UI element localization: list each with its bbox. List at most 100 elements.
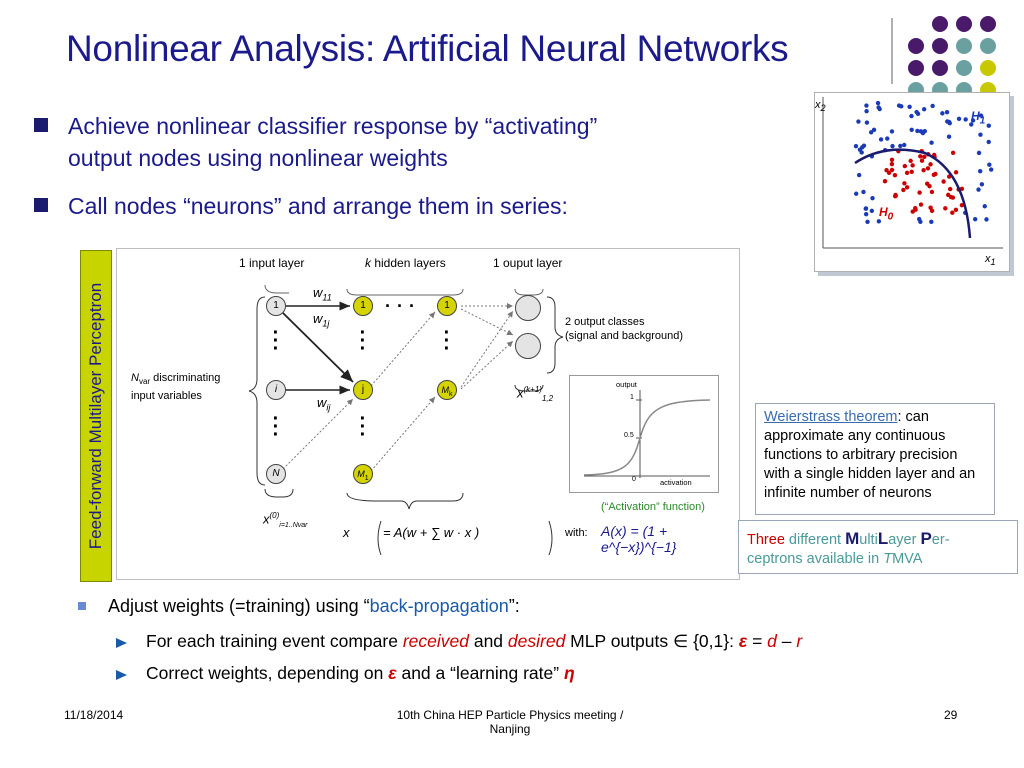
signal-point <box>944 109 950 115</box>
signal-point <box>914 109 919 115</box>
signal-point <box>853 191 859 196</box>
axis-label-x1: x1 <box>985 253 996 268</box>
vertical-ellipsis: ··· <box>272 322 280 360</box>
background-point <box>953 207 959 212</box>
signal-point <box>982 204 987 209</box>
signal-point <box>929 140 934 145</box>
bullet-square-icon <box>34 118 48 132</box>
act-tick-05: 0.5 <box>624 432 634 439</box>
signal-point <box>864 120 870 125</box>
formula-xj: x <box>343 525 350 540</box>
hidden-k-node-mk: Mk <box>437 380 457 400</box>
background-point <box>889 161 895 167</box>
vertical-ellipsis: ··· <box>359 408 367 446</box>
bullet-2: Call nodes “neurons” and arrange them in… <box>68 193 568 219</box>
formula-with: with: <box>565 527 588 539</box>
output-node-2 <box>515 333 541 359</box>
formula-activation: A(x) = (1 + e^{−x})^{−1} <box>601 523 677 555</box>
bullet-triangle-icon <box>116 638 127 648</box>
background-point <box>924 181 930 186</box>
signal-point <box>856 119 861 124</box>
sidebar-label-box: Feed-forward Multilayer Perceptron <box>80 250 112 582</box>
vertical-ellipsis: ··· <box>443 322 451 360</box>
background-point <box>918 154 923 159</box>
signal-point <box>861 189 866 195</box>
background-point <box>882 179 888 184</box>
activation-caption: (“Activation” function) <box>601 501 705 513</box>
label-x-out: x(k+1)1,2 <box>517 385 554 403</box>
background-point <box>928 162 933 167</box>
signal-point <box>988 167 994 172</box>
background-point <box>904 185 910 190</box>
signal-point <box>930 103 935 109</box>
decorative-dot <box>956 38 972 54</box>
signal-point <box>940 111 945 116</box>
bullet-1-line-1: Achieve nonlinear classifier response by… <box>68 113 598 139</box>
axis-label-x2: x2 <box>815 99 826 114</box>
signal-point <box>864 103 869 108</box>
signal-point <box>915 128 920 134</box>
signal-point <box>972 217 978 222</box>
decorative-dot <box>908 38 924 54</box>
bullet-1-line-2: output nodes using nonlinear weights <box>68 145 448 171</box>
background-point <box>919 158 925 163</box>
label-x-in: x(0)i=1..Nvar <box>263 511 308 529</box>
bullet-small-square-icon <box>78 602 86 610</box>
background-point <box>892 172 898 178</box>
bullet-triangle-icon <box>116 670 127 680</box>
act-tick-1: 1 <box>630 394 634 401</box>
signal-point <box>956 116 962 122</box>
signal-point <box>976 150 982 156</box>
background-point <box>910 209 915 214</box>
vertical-ellipsis: ··· <box>359 322 367 360</box>
signal-point <box>857 147 863 152</box>
input-node-N: N <box>266 464 286 484</box>
signal-point <box>885 136 890 141</box>
diagram-connections <box>248 284 564 556</box>
background-point <box>928 205 933 210</box>
weight-w1j: w1j <box>313 311 330 329</box>
label-nvar: Nvar discriminating input variables <box>131 372 221 403</box>
background-point <box>950 195 956 200</box>
scatter-svg <box>822 97 1003 249</box>
signal-point <box>977 169 983 174</box>
label-output-classes: 2 output classes (signal and background) <box>565 316 684 342</box>
weierstrass-link[interactable]: Weierstrass theorem <box>764 409 898 425</box>
decorative-dot <box>956 16 972 32</box>
input-node-1: 1 <box>266 296 286 316</box>
signal-point <box>868 130 874 135</box>
background-point <box>893 192 898 198</box>
background-point <box>947 186 953 192</box>
signal-point <box>876 105 881 110</box>
decorative-dot <box>980 16 996 32</box>
weierstrass-text: Weierstrass theorem: can approximate any… <box>764 409 976 501</box>
tmva-box: Three different MultiLayer Per- ceptrons… <box>738 520 1018 574</box>
signal-point <box>864 109 869 114</box>
background-point <box>909 169 914 175</box>
background-point <box>933 171 938 177</box>
title-divider <box>891 18 893 84</box>
background-point <box>918 202 924 207</box>
signal-point <box>902 142 907 148</box>
hidden-node-m1: M1 <box>353 464 373 484</box>
hidden-node-1: 1 <box>353 296 373 316</box>
vertical-ellipsis: ··· <box>272 408 280 446</box>
background-point <box>925 166 931 171</box>
signal-point <box>969 122 974 127</box>
background-point <box>959 186 965 191</box>
decorative-dot <box>908 60 924 76</box>
signal-point <box>863 211 869 217</box>
signal-point <box>863 206 869 211</box>
signal-point <box>947 121 952 126</box>
signal-point <box>876 219 882 224</box>
slide-title: Nonlinear Analysis: Artificial Neural Ne… <box>66 28 789 69</box>
signal-point <box>920 130 926 136</box>
decorative-dot-grid <box>908 16 996 98</box>
decorative-dot <box>980 38 996 54</box>
footer-page-number: 29 <box>944 708 958 722</box>
signal-point <box>898 143 903 149</box>
signal-point <box>853 143 859 149</box>
background-point <box>953 170 959 175</box>
background-point <box>889 157 895 162</box>
weight-wij: wij <box>317 395 331 413</box>
